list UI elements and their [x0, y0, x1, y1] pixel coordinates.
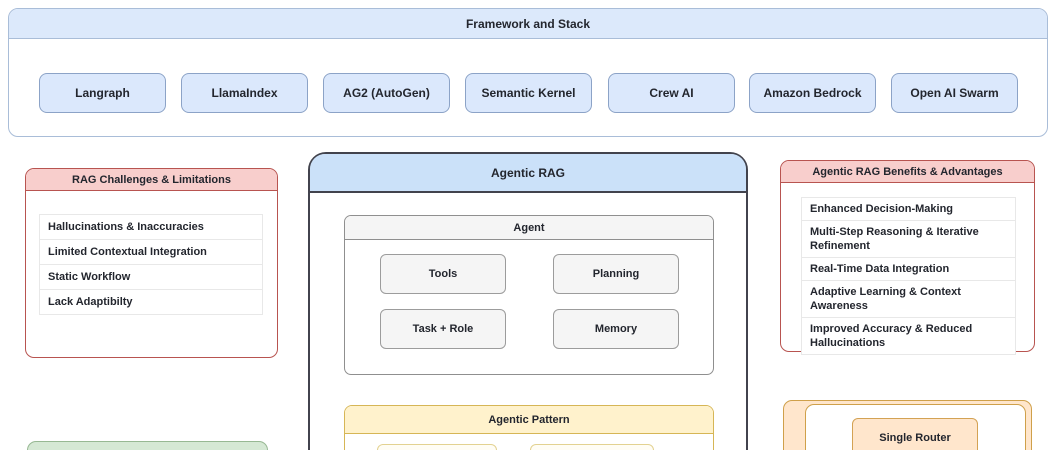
- agentic-rag-title: Agentic RAG: [490, 165, 565, 180]
- rag-challenges-title: RAG Challenges & Limitations: [72, 173, 231, 186]
- challenge-item: Limited Contextual Integration: [39, 239, 263, 265]
- green-panel-partial: [27, 441, 268, 450]
- agent-node-planning[interactable]: Planning: [553, 254, 679, 294]
- benefits-header: Agentic RAG Benefits & Advantages: [781, 161, 1034, 183]
- agent-header: Agent: [345, 216, 713, 240]
- benefits-panel: Agentic RAG Benefits & Advantages Enhanc…: [780, 160, 1035, 355]
- agentic-pattern-title: Agentic Pattern: [488, 413, 570, 426]
- pattern-node-partial-right[interactable]: [530, 444, 654, 450]
- framework-node-langraph[interactable]: Langraph: [39, 73, 166, 113]
- agent-container: Agent Tools Planning Task + Role Memory: [344, 215, 714, 375]
- challenge-item: Lack Adaptibilty: [39, 289, 263, 315]
- benefit-item: Adaptive Learning & Context Awareness: [801, 280, 1016, 318]
- agentic-pattern-container: Agentic Pattern: [344, 405, 714, 450]
- benefits-list: Enhanced Decision-Making Multi-Step Reas…: [801, 197, 1016, 355]
- framework-node-ag2-autogen[interactable]: AG2 (AutoGen): [323, 73, 450, 113]
- rag-challenges-panel: RAG Challenges & Limitations Hallucinati…: [25, 168, 278, 358]
- agentic-pattern-header: Agentic Pattern: [345, 406, 713, 434]
- benefits-title: Agentic RAG Benefits & Advantages: [812, 165, 1003, 178]
- benefit-item: Real-Time Data Integration: [801, 257, 1016, 281]
- framework-node-openai-swarm[interactable]: Open AI Swarm: [891, 73, 1018, 113]
- agent-node-tools[interactable]: Tools: [380, 254, 506, 294]
- challenge-item: Static Workflow: [39, 264, 263, 290]
- pattern-node-partial-left[interactable]: [377, 444, 497, 450]
- agentic-rag-header: Agentic RAG: [310, 154, 746, 193]
- framework-node-crew-ai[interactable]: Crew AI: [608, 73, 735, 113]
- benefit-item: Enhanced Decision-Making: [801, 197, 1016, 221]
- benefit-item: Improved Accuracy & Reduced Hallucinatio…: [801, 317, 1016, 355]
- framework-stack-title: Framework and Stack: [465, 16, 591, 31]
- agent-title: Agent: [513, 221, 545, 234]
- agent-node-memory[interactable]: Memory: [553, 309, 679, 349]
- agentic-rag-container: Agentic RAG Agent Tools Planning Task + …: [308, 152, 748, 450]
- benefit-item: Multi-Step Reasoning & Iterative Refinem…: [801, 220, 1016, 258]
- framework-stack-container: Framework and Stack Langraph LlamaIndex …: [8, 8, 1048, 137]
- agent-node-task-role[interactable]: Task + Role: [380, 309, 506, 349]
- framework-node-semantic-kernel[interactable]: Semantic Kernel: [465, 73, 592, 113]
- rag-challenges-header: RAG Challenges & Limitations: [26, 169, 277, 191]
- challenge-item: Hallucinations & Inaccuracies: [39, 214, 263, 240]
- framework-stack-header: Framework and Stack: [9, 9, 1047, 39]
- single-router-node[interactable]: Single Router: [852, 418, 978, 450]
- framework-node-amazon-bedrock[interactable]: Amazon Bedrock: [749, 73, 876, 113]
- framework-node-llamaindex[interactable]: LlamaIndex: [181, 73, 308, 113]
- rag-challenges-list: Hallucinations & Inaccuracies Limited Co…: [39, 214, 263, 315]
